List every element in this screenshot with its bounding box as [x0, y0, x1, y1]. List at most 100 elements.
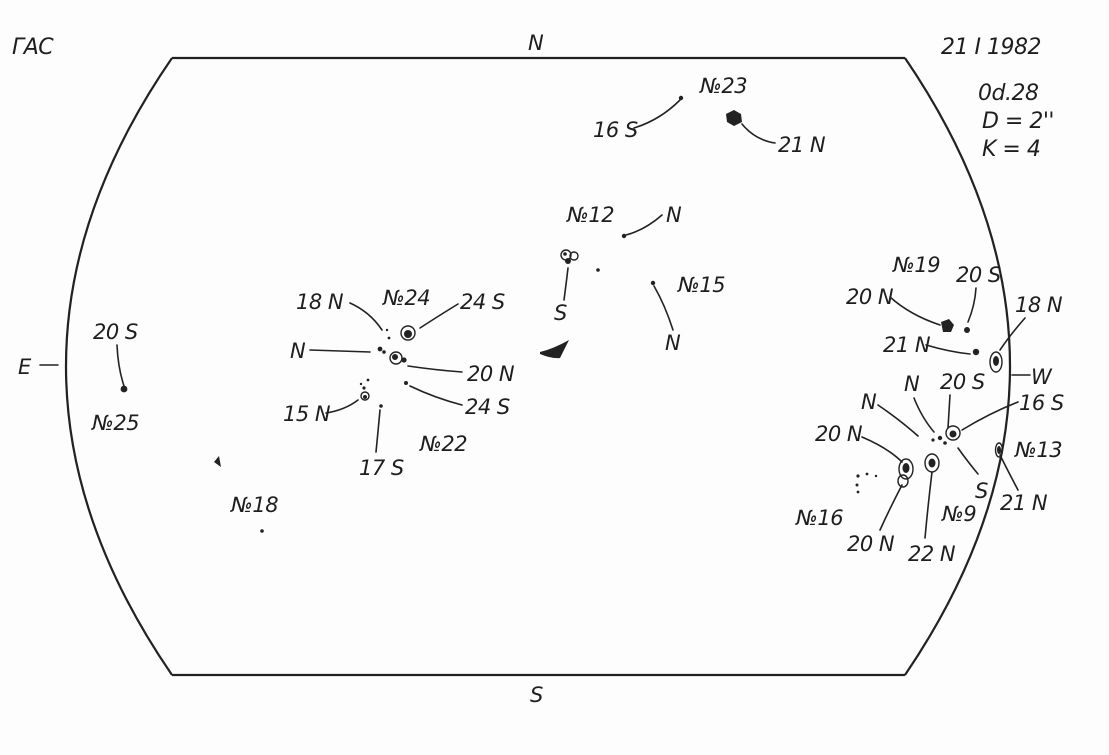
frame-west-limb [904, 57, 1011, 676]
polarity-label: N [904, 372, 920, 396]
group-12: №12 N S [554, 203, 683, 325]
sunspot [120, 385, 128, 393]
coefficient-label: K = 4 [982, 137, 1040, 162]
polarity-label: 22 N [908, 542, 956, 566]
group-number-label: №16 [795, 506, 843, 530]
group-number-label: №15 [677, 273, 725, 297]
polarity-label: 24 S [465, 395, 510, 419]
leader-line [947, 394, 951, 429]
polarity-label: 18 N [1015, 293, 1063, 317]
sunspot-cluster [989, 351, 1003, 373]
polarity-label: 20 N [846, 285, 894, 309]
leader-line [913, 397, 935, 433]
polarity-label: 18 N [296, 290, 344, 314]
disk-frame [39, 56, 1031, 677]
sunspot-cluster [855, 472, 878, 494]
polarity-label: S [554, 301, 567, 325]
date-label: 21 I 1982 [941, 35, 1041, 60]
polarity-label: N [861, 390, 877, 414]
sunspot-cluster [994, 442, 1004, 458]
observatory-label: ГАС [12, 35, 54, 60]
polarity-label: 15 N [283, 402, 331, 426]
sunspot [621, 233, 627, 239]
sunspot [596, 268, 600, 272]
polarity-label: S [975, 479, 988, 503]
leader-line [407, 365, 463, 373]
leader-line [925, 344, 971, 355]
group-23: №23 16 S 21 N [593, 74, 826, 157]
polarity-label: 21 N [778, 133, 826, 157]
leader-line [924, 471, 933, 539]
sunspot-cluster [377, 325, 416, 385]
group-number-label: №24 [382, 286, 430, 310]
group-number-label: №9 [941, 502, 976, 526]
leader-line [309, 349, 371, 353]
leader-line [419, 303, 459, 329]
frame-east-limb [65, 57, 173, 676]
sunspot [650, 280, 656, 286]
leader-line [375, 409, 381, 453]
east-label: E [18, 355, 32, 379]
leader-line [879, 484, 903, 531]
polarity-label: 17 S [359, 456, 404, 480]
leader-line [889, 296, 941, 326]
leader-line [116, 344, 125, 387]
group-18: №18 [214, 456, 279, 533]
group-22: 15 N 17 S №22 [283, 378, 468, 480]
leader-line [861, 436, 903, 463]
group-number-label: №12 [566, 203, 614, 227]
leader-line [877, 404, 919, 437]
group-13: №13 21 N [994, 438, 1063, 515]
polarity-label: 21 N [883, 333, 931, 357]
polarity-label: 16 S [593, 118, 638, 142]
group-19: №19 20 N 20 S 18 N 21 N [846, 253, 1063, 373]
group-number-label: №22 [419, 432, 467, 456]
leader-line [633, 99, 681, 129]
polarity-label: N [666, 203, 682, 227]
group-number-label: №25 [91, 411, 139, 435]
sunspot [941, 319, 954, 332]
polarity-label: N [290, 339, 306, 363]
large-sunspot [540, 340, 569, 359]
leader-line [999, 317, 1026, 351]
leader-line [409, 385, 463, 406]
sunspot-cluster [560, 249, 579, 264]
group-number-label: №23 [699, 74, 747, 98]
leader-line [741, 123, 776, 144]
sunspot [214, 456, 221, 467]
group-15: №15 N [650, 273, 726, 355]
polarity-label: 20 S [93, 320, 138, 344]
polarity-label: 24 S [460, 290, 505, 314]
polarity-label: 20 N [847, 532, 895, 556]
sunspot [260, 529, 264, 533]
leader-line [999, 454, 1019, 491]
sunspot-cluster [897, 425, 961, 488]
leader-line [349, 302, 383, 331]
group-9: N N 20 S 16 S 20 N S 20 N №9 22 N [815, 370, 1064, 566]
polarity-label: N [665, 331, 681, 355]
sunspot [964, 327, 970, 333]
polarity-label: 20 N [467, 362, 515, 386]
group-25: 20 S №25 [91, 320, 140, 435]
polarity-label: 21 N [1000, 491, 1048, 515]
sunspot [972, 348, 980, 356]
diameter-label: D = 2'' [982, 109, 1054, 134]
leader-line [967, 287, 977, 323]
group-16: №16 [795, 472, 878, 530]
leader-line [653, 285, 674, 331]
leader-line [325, 399, 359, 414]
leader-line [625, 214, 663, 236]
sunspot [678, 95, 684, 101]
polarity-label: 20 S [940, 370, 985, 394]
group-number-label: №18 [230, 493, 278, 517]
group-24: №24 18 N 24 S N 20 N 24 S [290, 286, 515, 419]
sunspot-cluster [359, 378, 383, 408]
polarity-label: 20 N [815, 422, 863, 446]
north-label: N [528, 31, 544, 55]
polarity-label: 16 S [1019, 391, 1064, 415]
leader-line [563, 267, 569, 301]
group-number-label: №19 [892, 253, 940, 277]
polarity-label: 20 S [956, 263, 1001, 287]
